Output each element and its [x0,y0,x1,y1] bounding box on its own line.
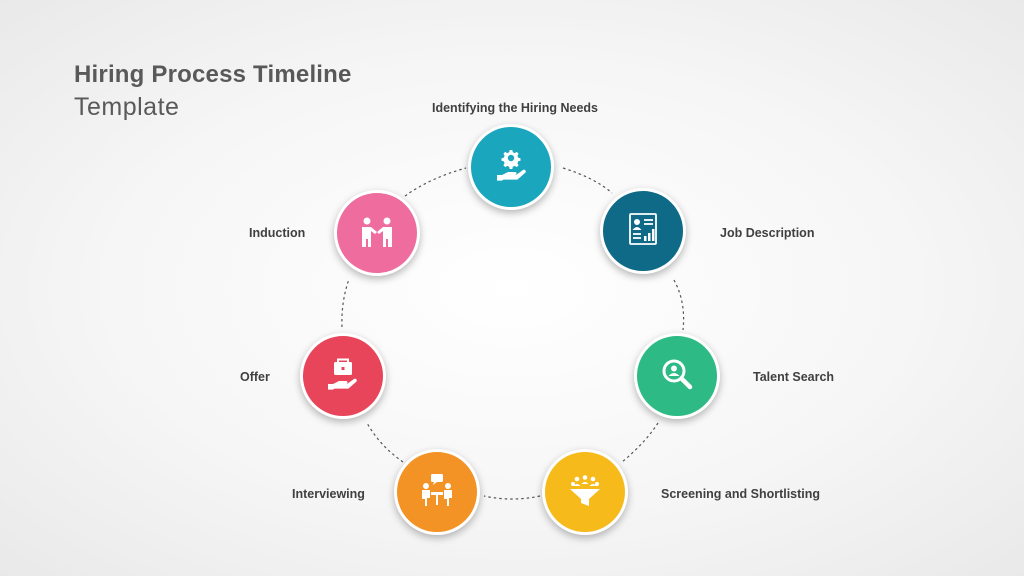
step-label-talent-search: Talent Search [753,370,835,384]
step-label-job-description: Job Description [720,226,815,240]
step-label-interviewing: Interviewing [292,487,365,501]
handshake-icon [357,211,397,256]
hand-briefcase-icon [323,354,363,399]
page-title: Hiring Process Timeline [74,61,352,88]
step-label-screening-shortlisting: Screening and Shortlisting [661,487,821,501]
hand-gear-icon [491,145,531,190]
step-node-interviewing[interactable] [394,449,480,535]
funnel-people-icon [565,470,605,515]
step-label-offer: Offer [240,370,270,384]
step-node-identifying-hiring-needs[interactable] [468,124,554,210]
document-chart-icon [623,209,663,254]
search-person-icon [657,354,697,399]
page-subtitle: Template [74,93,180,121]
step-node-offer[interactable] [300,333,386,419]
step-node-talent-search[interactable] [634,333,720,419]
step-label-identifying-hiring-needs: Identifying the Hiring Needs [432,101,598,115]
step-node-induction[interactable] [334,190,420,276]
step-node-screening-shortlisting[interactable] [542,449,628,535]
step-label-induction: Induction [249,226,306,240]
step-node-job-description[interactable] [600,188,686,274]
interview-icon [417,470,457,515]
